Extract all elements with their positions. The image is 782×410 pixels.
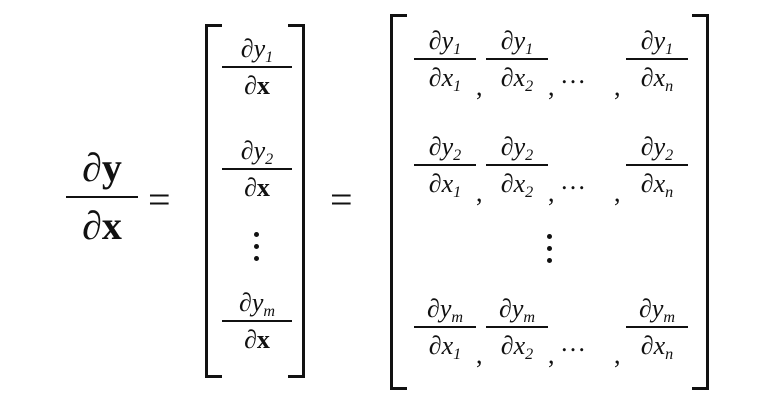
matrix-right-bracket xyxy=(692,14,709,390)
hdots: … xyxy=(560,166,588,195)
column-vector-entry-1: ∂y1 ∂x xyxy=(222,36,292,99)
fraction-bar xyxy=(222,320,292,322)
column-vector-vdots xyxy=(251,232,261,261)
numerator-subscript: m xyxy=(263,302,276,320)
dot xyxy=(546,246,552,251)
equals-sign-1: = xyxy=(148,177,171,222)
matrix-cell-1-1: ∂y1 ∂x1 xyxy=(414,28,476,94)
lhs-fraction: ∂y ∂x xyxy=(66,148,138,246)
fraction-bar xyxy=(626,326,688,328)
lhs-numerator-var: y xyxy=(101,145,122,190)
lhs-numerator: ∂y xyxy=(66,148,138,196)
fraction-bar xyxy=(414,326,476,328)
comma: , xyxy=(476,178,483,207)
fraction-bar xyxy=(222,66,292,68)
comma: , xyxy=(476,72,483,101)
partial-symbol: ∂ xyxy=(82,203,102,248)
partial-symbol: ∂ xyxy=(238,288,252,317)
denominator-var: x xyxy=(256,71,270,100)
lhs-denominator-var: x xyxy=(101,203,122,248)
partial-symbol: ∂ xyxy=(244,173,257,202)
column-vector-entry-m: ∂ym ∂x xyxy=(222,290,292,353)
matrix-vdots xyxy=(544,234,554,263)
column-vector-entry-2: ∂y2 ∂x xyxy=(222,138,292,201)
column-vector-right-bracket xyxy=(288,24,305,378)
comma: , xyxy=(548,72,555,101)
matrix-left-bracket xyxy=(390,14,407,390)
comma: , xyxy=(614,178,621,207)
numerator-subscript: 1 xyxy=(265,48,274,66)
matrix-cell-2-n: ∂y2 ∂xn xyxy=(626,134,688,200)
matrix-cell-2-1: ∂y2 ∂x1 xyxy=(414,134,476,200)
matrix-cell-m-n: ∂ym ∂xn xyxy=(626,296,688,362)
equals-sign-2: = xyxy=(330,177,353,222)
denominator-var: x xyxy=(256,325,270,354)
lhs-denominator: ∂x xyxy=(66,198,138,246)
hdots: … xyxy=(560,60,588,89)
fraction-bar xyxy=(486,164,548,166)
denominator-var: x xyxy=(256,173,270,202)
fraction-bar xyxy=(222,168,292,170)
partial-symbol: ∂ xyxy=(244,325,257,354)
fraction-bar xyxy=(486,326,548,328)
column-vector-left-bracket xyxy=(205,24,222,378)
dot xyxy=(253,232,259,237)
matrix-cell-1-n: ∂y1 ∂xn xyxy=(626,28,688,94)
matrix-cell-m-2: ∂ym ∂x2 xyxy=(486,296,548,362)
fraction-bar xyxy=(626,164,688,166)
dot xyxy=(253,244,259,249)
fraction-bar xyxy=(66,196,138,198)
fraction-bar xyxy=(414,164,476,166)
comma: , xyxy=(548,340,555,369)
dot xyxy=(546,234,552,239)
comma: , xyxy=(548,178,555,207)
matrix-cell-2-2: ∂y2 ∂x2 xyxy=(486,134,548,200)
hdots: … xyxy=(560,328,588,357)
comma: , xyxy=(614,72,621,101)
dot xyxy=(546,258,552,263)
comma: , xyxy=(476,340,483,369)
partial-symbol: ∂ xyxy=(240,136,254,165)
dot xyxy=(253,256,259,261)
numerator-var: y xyxy=(253,34,266,63)
partial-symbol: ∂ xyxy=(240,34,254,63)
matrix-cell-m-1: ∂ym ∂x1 xyxy=(414,296,476,362)
numerator-var: y xyxy=(251,288,264,317)
fraction-bar xyxy=(486,58,548,60)
numerator-var: y xyxy=(253,136,266,165)
partial-symbol: ∂ xyxy=(82,145,102,190)
numerator-subscript: 2 xyxy=(265,150,274,168)
partial-symbol: ∂ xyxy=(244,71,257,100)
fraction-bar xyxy=(414,58,476,60)
fraction-bar xyxy=(626,58,688,60)
comma: , xyxy=(614,340,621,369)
matrix-cell-1-2: ∂y1 ∂x2 xyxy=(486,28,548,94)
